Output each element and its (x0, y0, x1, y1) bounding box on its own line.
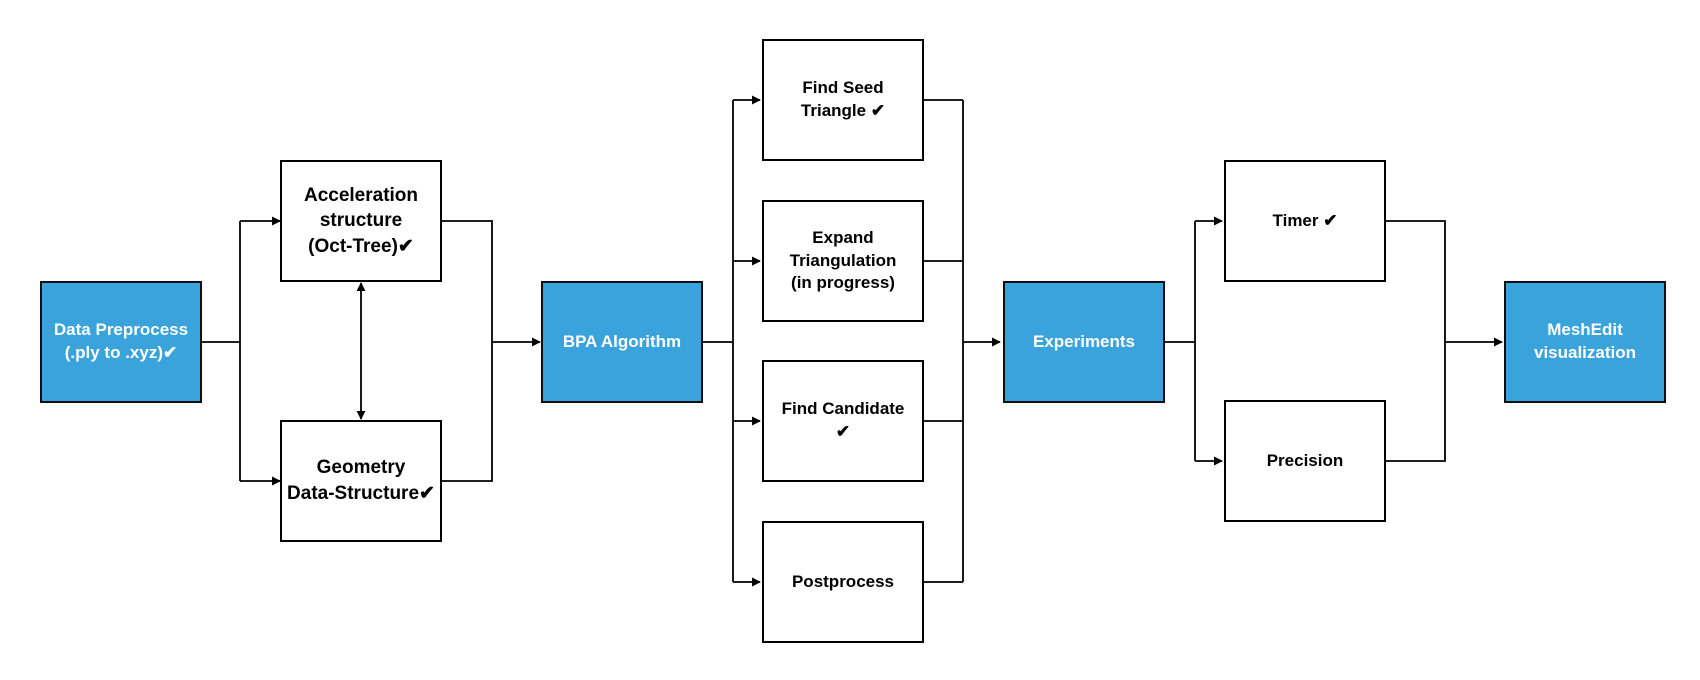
node-acceleration-structure-label: Acceleration structure (Oct-Tree)✔ (303, 184, 419, 257)
node-geometry-data-structure-label: Geometry Data-Structure✔ (287, 457, 435, 504)
node-expand-triangulation-label: Expand Triangulation (in progress) (789, 227, 897, 293)
node-find-seed-triangle: Find Seed Triangle ✔ (762, 39, 924, 161)
edge-acceleration-merge (442, 220, 493, 342)
node-postprocess: Postprocess (762, 521, 924, 643)
node-experiments-label: Experiments (1032, 331, 1136, 351)
node-data-preprocess-label: Data Preprocess (.ply to .xyz)✔ (53, 320, 189, 362)
edge-precision-merge (1386, 342, 1446, 462)
node-find-candidate-label: Find Candidate ✔ (781, 399, 905, 441)
node-data-preprocess: Data Preprocess (.ply to .xyz)✔ (40, 281, 202, 403)
node-experiments: Experiments (1003, 281, 1165, 403)
node-geometry-data-structure: Geometry Data-Structure✔ (280, 420, 442, 542)
node-find-seed-triangle-label: Find Seed Triangle ✔ (800, 78, 886, 120)
edge-timer-merge (1386, 220, 1446, 342)
edge-geometry-merge (442, 342, 493, 482)
node-timer: Timer ✔ (1224, 160, 1386, 282)
node-bpa-algorithm: BPA Algorithm (541, 281, 703, 403)
node-postprocess-label: Postprocess (791, 571, 895, 591)
node-meshedit-visualization: MeshEdit visualization (1504, 281, 1666, 403)
node-expand-triangulation: Expand Triangulation (in progress) (762, 200, 924, 322)
node-precision-label: Precision (1266, 450, 1344, 470)
node-find-candidate: Find Candidate ✔ (762, 360, 924, 482)
node-bpa-algorithm-label: BPA Algorithm (562, 331, 682, 351)
node-timer-label: Timer ✔ (1272, 210, 1338, 230)
node-acceleration-structure: Acceleration structure (Oct-Tree)✔ (280, 160, 442, 282)
node-precision: Precision (1224, 400, 1386, 522)
node-meshedit-visualization-label: MeshEdit visualization (1533, 320, 1637, 362)
